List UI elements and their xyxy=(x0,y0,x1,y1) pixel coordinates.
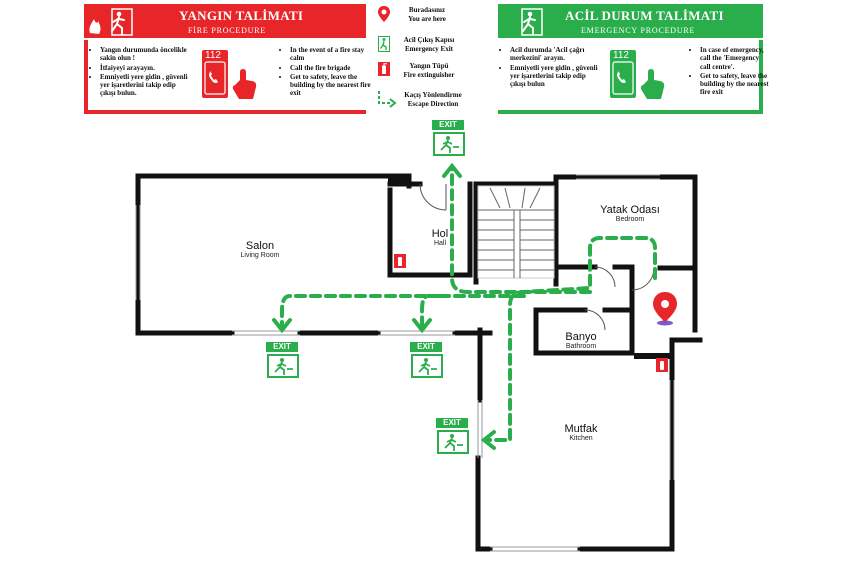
fire-tr-item: Emniyetli yere gidin , güvenli yer işare… xyxy=(100,73,190,98)
legend-ext-tr: Yangın Tüpü xyxy=(409,62,449,70)
emergency-title: ACİL DURUM TALİMATI xyxy=(565,8,724,23)
legend-dir-tr: Kaçış Yönlendirme xyxy=(404,91,462,99)
fire-tr-list: Yangın durumunda öncelikle sakin olun ! … xyxy=(90,46,190,99)
emergency-exit-icon xyxy=(378,36,390,52)
running-person-icon xyxy=(267,354,299,378)
legend-here-tr: Buradasınız xyxy=(408,6,446,14)
emergency-subtitle: EMERGENCY PROCEDURE xyxy=(581,26,696,35)
emergency-phone-number: 112 xyxy=(613,50,629,61)
emergency-tr-list: Acil durumda 'Acil çağrı merkezini' aray… xyxy=(500,46,600,89)
fire-extinguisher-icon xyxy=(394,254,406,268)
emergency-procedure-header: ACİL DURUM TALİMATI EMERGENCY PROCEDURE xyxy=(498,4,763,38)
exit-sign-salon: EXIT xyxy=(266,342,299,378)
exit-label: EXIT xyxy=(410,342,442,352)
fire-extinguisher-icon xyxy=(378,62,390,76)
fire-tr-item: İtfaiyeyi arayayın. xyxy=(100,64,190,72)
room-salon-en: Living Room xyxy=(240,252,280,259)
legend-exit-en: Emergency Exit xyxy=(404,44,453,53)
fire-phone-number: 112 xyxy=(205,50,221,61)
running-person-icon xyxy=(437,430,469,454)
doors xyxy=(419,183,655,331)
fire-procedure-body: Yangın durumunda öncelikle sakin olun ! … xyxy=(84,40,371,114)
location-marker-icon xyxy=(378,6,390,22)
room-banyo-en: Bathroom xyxy=(565,343,597,350)
fire-en-list: In the event of a fire stay calm Call th… xyxy=(280,46,378,99)
emergency-tr-item: Acil durumda 'Acil çağrı merkezini' aray… xyxy=(510,46,600,63)
fire-runner-icon xyxy=(89,8,133,36)
exit-sign-hall: EXIT xyxy=(410,342,443,378)
legend-extinguisher: Yangın Tüpü Fire extinguisher xyxy=(395,62,463,79)
legend-direction: Kaçış Yönlendirme Escape Direction xyxy=(397,91,469,108)
legend-ext-en: Fire extinguisher xyxy=(403,70,455,79)
exit-sign-top: EXIT xyxy=(432,120,465,156)
room-salon-tr: Salon xyxy=(245,240,275,252)
exit-label: EXIT xyxy=(266,342,298,352)
fire-en-item: Call the fire brigade xyxy=(290,64,378,72)
fire-title: YANGIN TALİMATI xyxy=(179,8,304,23)
room-hol: Hol Hall xyxy=(420,228,460,247)
fire-subtitle: FİRE PROCEDURE xyxy=(188,26,267,35)
fire-phone-icon xyxy=(200,48,257,100)
fire-tr-item: Yangın durumunda öncelikle sakin olun ! xyxy=(100,46,190,63)
room-yatak: Yatak Odası Bedroom xyxy=(588,204,672,223)
room-mutfak-tr: Mutfak xyxy=(564,423,598,435)
legend-here: Buradasınız You are here xyxy=(397,6,457,23)
location-marker-icon xyxy=(653,292,677,326)
room-salon: Salon Living Room xyxy=(220,240,300,259)
emergency-en-list: In case of emergency, call the 'Emergenc… xyxy=(690,46,770,98)
legend-exit-tr: Acil Çıkış Kapısı xyxy=(403,36,455,44)
emergency-en-item: Get to safety, leave the building by the… xyxy=(700,72,770,97)
legend-exit: Acil Çıkış Kapısı Emergency Exit xyxy=(393,36,465,53)
fire-procedure-header: YANGIN TALİMATI FİRE PROCEDURE xyxy=(84,4,366,38)
room-hol-tr: Hol xyxy=(431,228,449,240)
emergency-procedure-body: Acil durumda 'Acil çağrı merkezini' aray… xyxy=(498,40,769,114)
exit-label: EXIT xyxy=(432,120,464,130)
room-hol-en: Hall xyxy=(433,240,447,247)
escape-direction-icon xyxy=(378,91,397,108)
running-person-icon xyxy=(411,354,443,378)
room-banyo: Banyo Bathroom xyxy=(556,331,606,350)
exit-label: EXIT xyxy=(436,418,468,428)
room-banyo-tr: Banyo xyxy=(565,331,597,343)
fire-extinguisher-icon xyxy=(656,358,668,372)
emergency-tr-item: Emniyetli yere gidin , güvenli yer işare… xyxy=(510,64,600,89)
escape-route xyxy=(280,166,657,442)
room-yatak-en: Bedroom xyxy=(615,216,645,223)
room-mutfak: Mutfak Kitchen xyxy=(556,423,606,442)
legend-dir-en: Escape Direction xyxy=(407,99,459,108)
fire-en-item: Get to safety, leave the building by the… xyxy=(290,73,378,98)
fire-en-item: In the event of a fire stay calm xyxy=(290,46,378,63)
windows xyxy=(135,174,675,552)
emergency-runner-icon xyxy=(521,8,543,36)
room-mutfak-en: Kitchen xyxy=(569,435,593,442)
running-person-icon xyxy=(433,132,465,156)
exit-sign-kitchen: EXIT xyxy=(436,418,469,454)
stairs xyxy=(477,185,555,279)
escape-arrows xyxy=(272,162,496,450)
emergency-en-item: In case of emergency, call the 'Emergenc… xyxy=(700,46,770,71)
legend-here-en: You are here xyxy=(408,14,446,23)
room-yatak-tr: Yatak Odası xyxy=(600,204,660,216)
emergency-phone-icon xyxy=(608,48,678,110)
